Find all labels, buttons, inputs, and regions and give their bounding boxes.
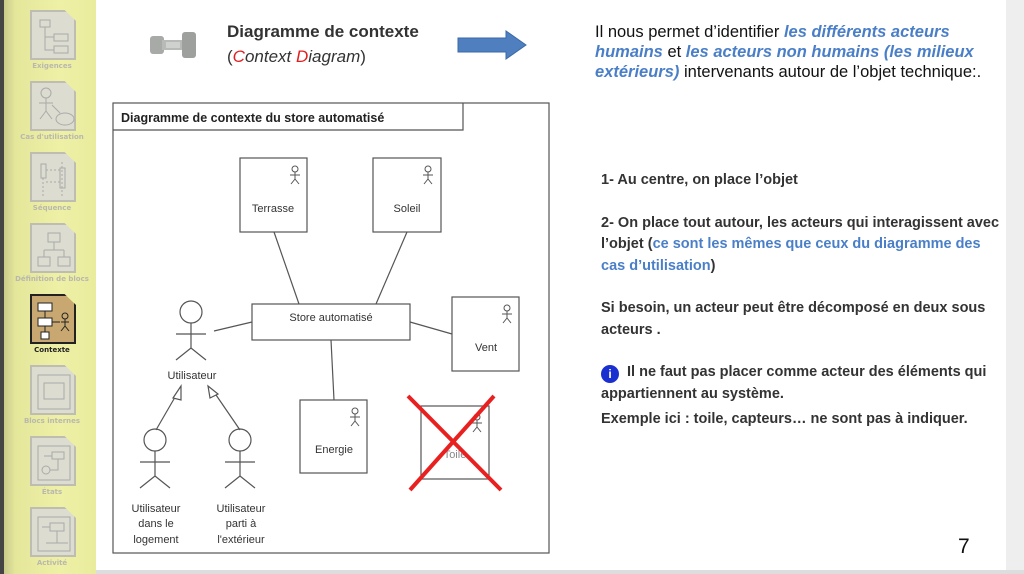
states-icon [30, 436, 76, 486]
actor-terrasse [239, 157, 308, 233]
actor-sub1-figure [139, 428, 171, 489]
svg-text:parti à: parti à [226, 518, 257, 530]
actor-toile [420, 405, 490, 480]
diagram-frame [112, 102, 550, 554]
example-note: Exemple ici : toile, capteurs… ne sont p… [601, 411, 968, 427]
sequence-icon [30, 152, 76, 202]
svg-text:Terrasse: Terrasse [252, 203, 294, 215]
step-1: 1- Au centre, on place l’objet [601, 172, 798, 188]
svg-text:Store automatisé: Store automatisé [289, 312, 372, 324]
context-icon [30, 294, 76, 344]
tool-icon [150, 32, 196, 58]
frame-title-tab [113, 103, 464, 131]
svg-text:logement: logement [133, 534, 178, 546]
frame-title: Diagramme de contexte du store automatis… [121, 111, 384, 125]
svg-text:Toile: Toile [444, 449, 467, 461]
svg-text:Soleil: Soleil [394, 203, 421, 215]
sidebar-item-activite[interactable]: Activité [8, 503, 96, 571]
requirements-icon [30, 10, 76, 60]
arrow-right-icon [457, 30, 527, 60]
cross-out-mark [406, 394, 503, 492]
sidebar-item-exigences[interactable]: Exigences [8, 6, 96, 74]
actor-energie [299, 399, 368, 474]
mini-actor-icons [290, 165, 512, 433]
svg-text:Energie: Energie [315, 444, 353, 456]
sidebar: Exigences Cas d'utilisation Séquence Déf… [0, 0, 96, 574]
step-2: 2- On place tout autour, les acteurs qui… [601, 214, 1000, 274]
slide-edge [1006, 0, 1024, 574]
svg-text:Utilisateur: Utilisateur [168, 370, 217, 382]
step-3: Si besoin, un acteur peut être décomposé… [601, 300, 986, 338]
activity-icon [30, 507, 76, 557]
sidebar-item-blocs-internes[interactable]: Blocs internes [8, 361, 96, 429]
svg-text:l'extérieur: l'extérieur [217, 534, 265, 546]
actor-vent [451, 296, 520, 372]
actor-utilisateur-figure [175, 300, 207, 361]
page-title: Diagramme de contexte [227, 22, 419, 41]
sidebar-item-sequence[interactable]: Séquence [8, 148, 96, 216]
page-number: 7 [958, 535, 970, 558]
actor-soleil [372, 157, 442, 233]
block-definition-icon [30, 223, 76, 273]
actor-sub2-figure [224, 428, 256, 489]
sidebar-item-contexte[interactable]: Contexte [8, 290, 96, 358]
sidebar-item-cas-utilisation[interactable]: Cas d'utilisation [8, 77, 96, 145]
slide-divider [96, 570, 1024, 574]
info-icon: i [601, 365, 619, 383]
svg-text:Utilisateur: Utilisateur [132, 503, 181, 515]
use-case-icon [30, 81, 76, 131]
svg-text:Utilisateur: Utilisateur [217, 503, 266, 515]
system-store [251, 303, 411, 341]
svg-text:Vent: Vent [475, 342, 497, 354]
stick-figures [139, 300, 256, 489]
svg-text:dans le: dans le [138, 518, 173, 530]
intro-text: Il nous permet d’identifier les différen… [595, 23, 982, 81]
page-subtitle: (Context Diagram) [227, 47, 366, 66]
steps-text: 1- Au centre, on place l’objet 2- On pla… [601, 170, 1001, 431]
sidebar-item-etats[interactable]: États [8, 432, 96, 500]
sidebar-item-definition-blocs[interactable]: Définition de blocs [8, 219, 96, 287]
internal-blocks-icon [30, 365, 76, 415]
